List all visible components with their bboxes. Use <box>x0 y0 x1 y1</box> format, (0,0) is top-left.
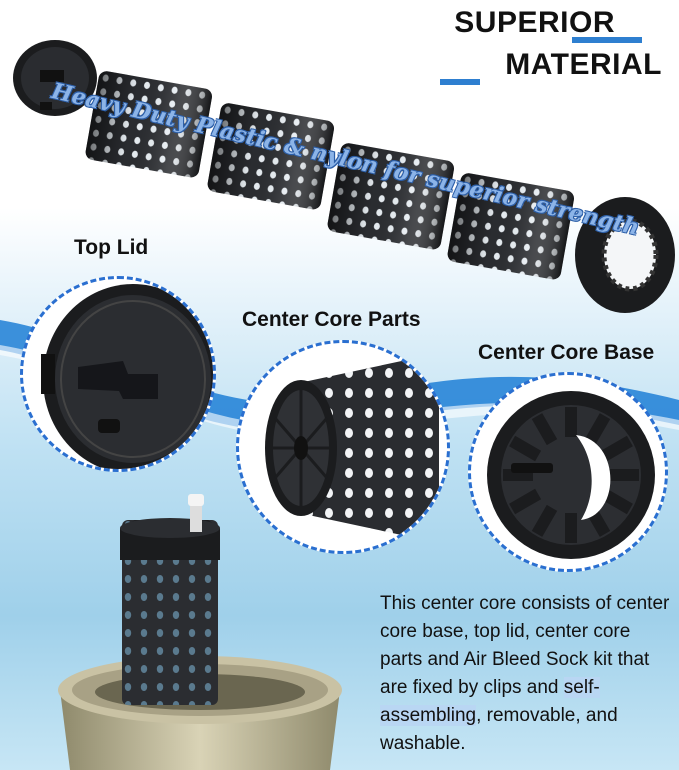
center-core-base-circle <box>468 372 668 572</box>
top-lid-circle <box>20 276 216 472</box>
caption-lead: This center core consists of center core… <box>380 593 670 698</box>
label-center-core-base: Center Core Base <box>478 341 655 364</box>
exploded-parts-row <box>13 40 675 313</box>
core-tube-image <box>207 103 334 210</box>
core-tube-image <box>265 353 439 543</box>
core-tube-image <box>327 143 454 250</box>
assembled-core-image <box>120 494 220 705</box>
core-tube-image <box>447 173 574 280</box>
label-top-lid: Top Lid <box>74 236 149 259</box>
headline-accent-bar <box>440 79 480 85</box>
center-core-parts-circle <box>236 340 450 554</box>
core-base-image <box>575 197 675 313</box>
core-base-image <box>487 391 655 559</box>
caption-trail: , removable, and washable. <box>380 705 618 754</box>
headline-line-1: SUPERIOR <box>454 6 615 39</box>
headline-accent-bar <box>572 37 642 43</box>
core-tube-image <box>85 71 212 178</box>
headline: SUPERIOR MATERIAL <box>410 4 670 88</box>
bucket-with-core <box>58 494 342 770</box>
top-lid-image <box>41 284 213 469</box>
caption: This center core consists of center core… <box>380 590 675 758</box>
label-center-core-parts: Center Core Parts <box>242 308 421 331</box>
top-lid-image <box>13 40 97 116</box>
headline-line-2: MATERIAL <box>505 48 662 81</box>
